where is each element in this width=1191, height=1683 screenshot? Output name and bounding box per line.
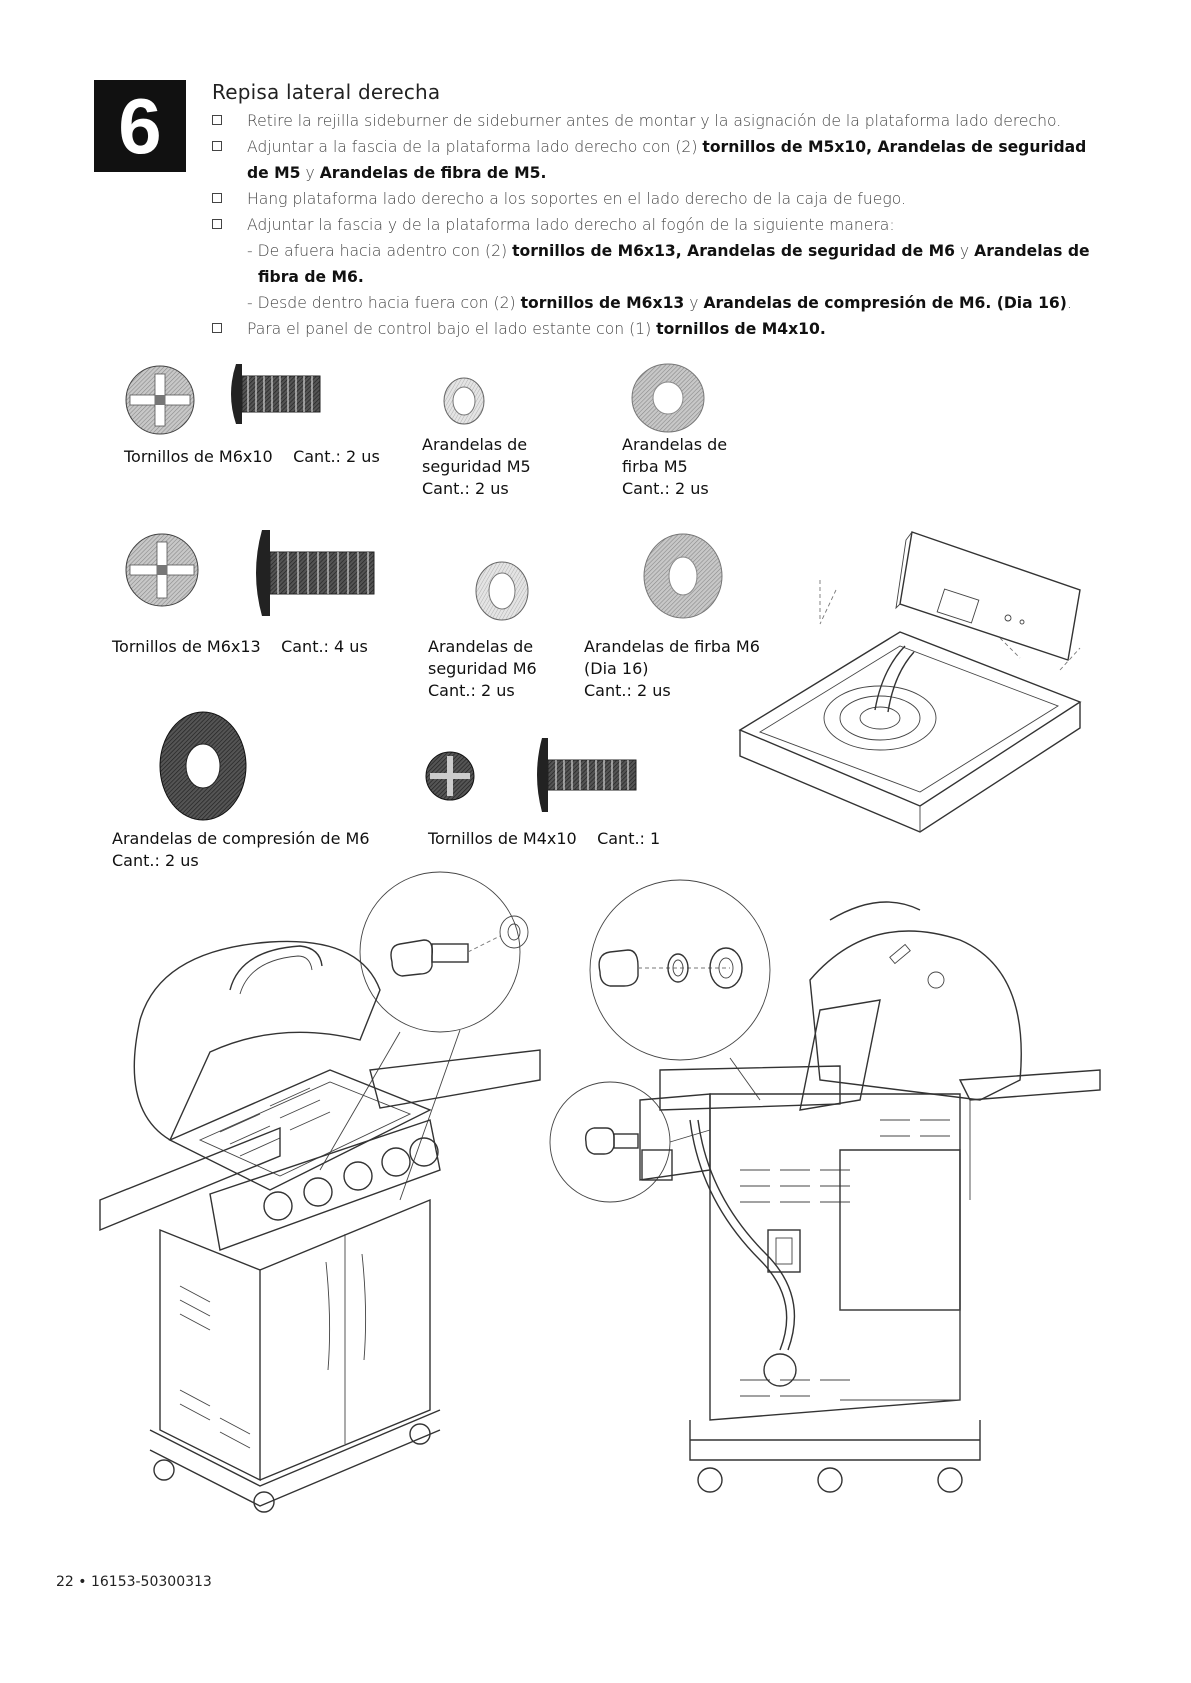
instruction-text: tornillos de M6x13, Arandelas de segurid… bbox=[512, 242, 955, 260]
fiber-washer-m5-label: Arandelas de firba M5 Cant.: 2 us bbox=[622, 435, 728, 498]
instruction-item: Adjuntar la fascia y de la plataforma la… bbox=[212, 212, 1112, 238]
checkbox-icon bbox=[212, 115, 222, 125]
checkbox-icon bbox=[212, 193, 222, 203]
instruction-item: - Desde dentro hacia fuera con (2) torni… bbox=[212, 290, 1112, 316]
grill-rear-illustration bbox=[549, 879, 1101, 1493]
instruction-text: tornillos de M6x13 bbox=[520, 294, 685, 312]
compression-washer-m6-icon bbox=[159, 711, 247, 821]
instruction-item: Para el panel de control bajo el lado es… bbox=[212, 316, 1112, 342]
instruction-text: Retire la rejilla sideburner de sideburn… bbox=[247, 112, 1062, 130]
checkbox-icon bbox=[212, 323, 222, 333]
instruction-text: Hang plataforma lado derecho a los sopor… bbox=[247, 190, 906, 208]
instruction-text: Adjuntar la fascia y de la plataforma la… bbox=[247, 216, 895, 234]
instruction-text: Para el panel de control bajo el lado es… bbox=[247, 320, 657, 338]
lock-washer-m6-label: Arandelas de seguridad M6 Cant.: 2 us bbox=[428, 637, 537, 700]
instruction-text: y bbox=[684, 294, 704, 312]
instruction-text: Arandelas de fibra de M5. bbox=[319, 164, 547, 182]
screw-m4x10-head-icon bbox=[425, 751, 475, 801]
fiber-washer-m6-label: Arandelas de firba M6 (Dia 16) Cant.: 2 … bbox=[584, 637, 760, 700]
instruction-text: Arandelas de compresión de M6. (Dia 16) bbox=[703, 294, 1067, 312]
side-shelf-illustration bbox=[738, 531, 1082, 833]
screw-m6x13-label: Tornillos de M6x13 Cant.: 4 us bbox=[112, 637, 368, 656]
lock-washer-m6-icon bbox=[475, 561, 529, 621]
grill-front-illustration bbox=[99, 871, 541, 1513]
screw-m4x10-label: Tornillos de M4x10 Cant.: 1 bbox=[428, 829, 661, 848]
screw-m6x10-side-icon bbox=[231, 364, 321, 424]
compression-washer-m6-label: Arandelas de compresión de M6 Cant.: 2 u… bbox=[112, 829, 370, 870]
instruction-item: Hang plataforma lado derecho a los sopor… bbox=[212, 186, 1112, 212]
instruction-text: y bbox=[954, 242, 975, 260]
instruction-item: - De afuera hacia adentro con (2) tornil… bbox=[212, 238, 1112, 290]
instruction-text: - De afuera hacia adentro con (2) bbox=[247, 242, 513, 260]
fiber-washer-m5-icon bbox=[631, 363, 705, 433]
screw-m6x10-head-icon bbox=[125, 365, 195, 435]
instruction-item: Adjuntar a la fascia de la plataforma la… bbox=[212, 134, 1112, 186]
lock-washer-m5-label: Arandelas de seguridad M5 Cant.: 2 us bbox=[422, 435, 531, 498]
instruction-text: tornillos de M4x10. bbox=[656, 320, 826, 338]
screw-m4x10-side-icon bbox=[537, 738, 637, 812]
page-footer: 22 • 16153-50300313 bbox=[56, 1574, 212, 1590]
instruction-item: Retire la rejilla sideburner de sideburn… bbox=[212, 108, 1112, 134]
screw-m6x10-label: Tornillos de M6x10 Cant.: 2 us bbox=[124, 447, 380, 466]
fiber-washer-m6-icon bbox=[643, 533, 723, 619]
instruction-text: tornillos de M5x10, Arandelas de segurid… bbox=[247, 138, 1087, 182]
instruction-text: Adjuntar a la fascia de la plataforma la… bbox=[247, 138, 703, 156]
lock-washer-m5-icon bbox=[443, 377, 485, 425]
checkbox-icon bbox=[212, 219, 222, 229]
instruction-text: . bbox=[1066, 294, 1072, 312]
instruction-text: - Desde dentro hacia fuera con (2) bbox=[247, 294, 521, 312]
instruction-text: Arandelas de fibra de M6. bbox=[258, 242, 1090, 286]
screw-m6x13-side-icon bbox=[256, 530, 375, 616]
checkbox-icon bbox=[212, 141, 222, 151]
instruction-list: Retire la rejilla sideburner de sideburn… bbox=[212, 108, 1112, 342]
section-title: Repisa lateral derecha bbox=[212, 80, 441, 104]
instruction-text: y bbox=[300, 164, 320, 182]
step-number-badge: 6 bbox=[94, 80, 186, 172]
screw-m6x13-head-icon bbox=[125, 533, 199, 607]
